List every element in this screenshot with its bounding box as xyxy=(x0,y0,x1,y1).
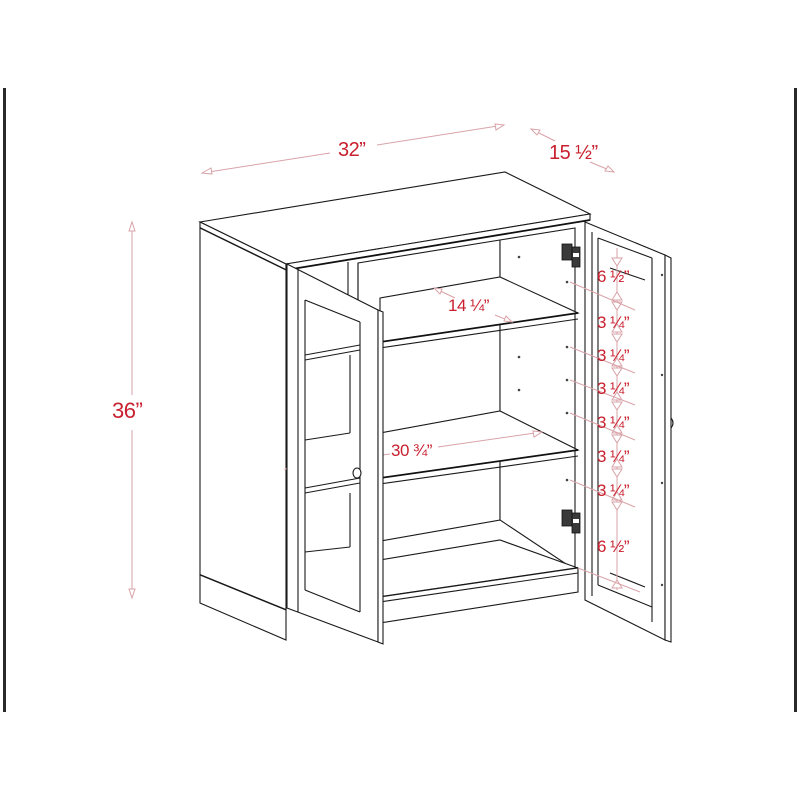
left-side-panel xyxy=(199,227,287,641)
cabinet-bottom xyxy=(379,539,579,624)
upper-hinge xyxy=(561,243,581,268)
shelf-depth-label: 14 ¼” xyxy=(448,296,489,315)
right-frame-border xyxy=(794,88,797,712)
shelf-spacing-dimension-chain xyxy=(569,248,641,593)
shelf-spacing-label-3: 3 ¼” xyxy=(597,346,630,365)
overall-height-label: 36” xyxy=(112,398,143,423)
left-frame-border xyxy=(3,88,6,712)
lower-hinge xyxy=(561,509,581,534)
height-dimension-line xyxy=(128,220,136,600)
interior-width-label: 30 ¾” xyxy=(391,441,432,460)
lower-shelf xyxy=(379,410,580,485)
shelf-spacing-label-7: 3 ¼” xyxy=(597,481,630,500)
width-dimension-line xyxy=(200,123,506,175)
left-door-knob xyxy=(352,467,362,479)
shelf-spacing-label-8: 6 ½” xyxy=(597,537,630,556)
shelf-spacing-label-5: 3 ¼” xyxy=(597,413,630,432)
shelf-spacing-label-1: 6 ½” xyxy=(597,267,630,286)
shelf-spacing-label-4: 3 ¼” xyxy=(597,379,630,398)
right-door xyxy=(584,221,674,643)
shelf-spacing-label-6: 3 ¼” xyxy=(597,447,630,466)
left-door xyxy=(286,263,384,645)
depth-dimension-line xyxy=(529,128,616,173)
shelf-spacing-label-2: 3 ¼” xyxy=(597,313,630,332)
overall-depth-label: 15 ½” xyxy=(549,142,598,164)
overall-width-label: 32” xyxy=(338,139,366,161)
cabinet-top xyxy=(198,171,592,271)
